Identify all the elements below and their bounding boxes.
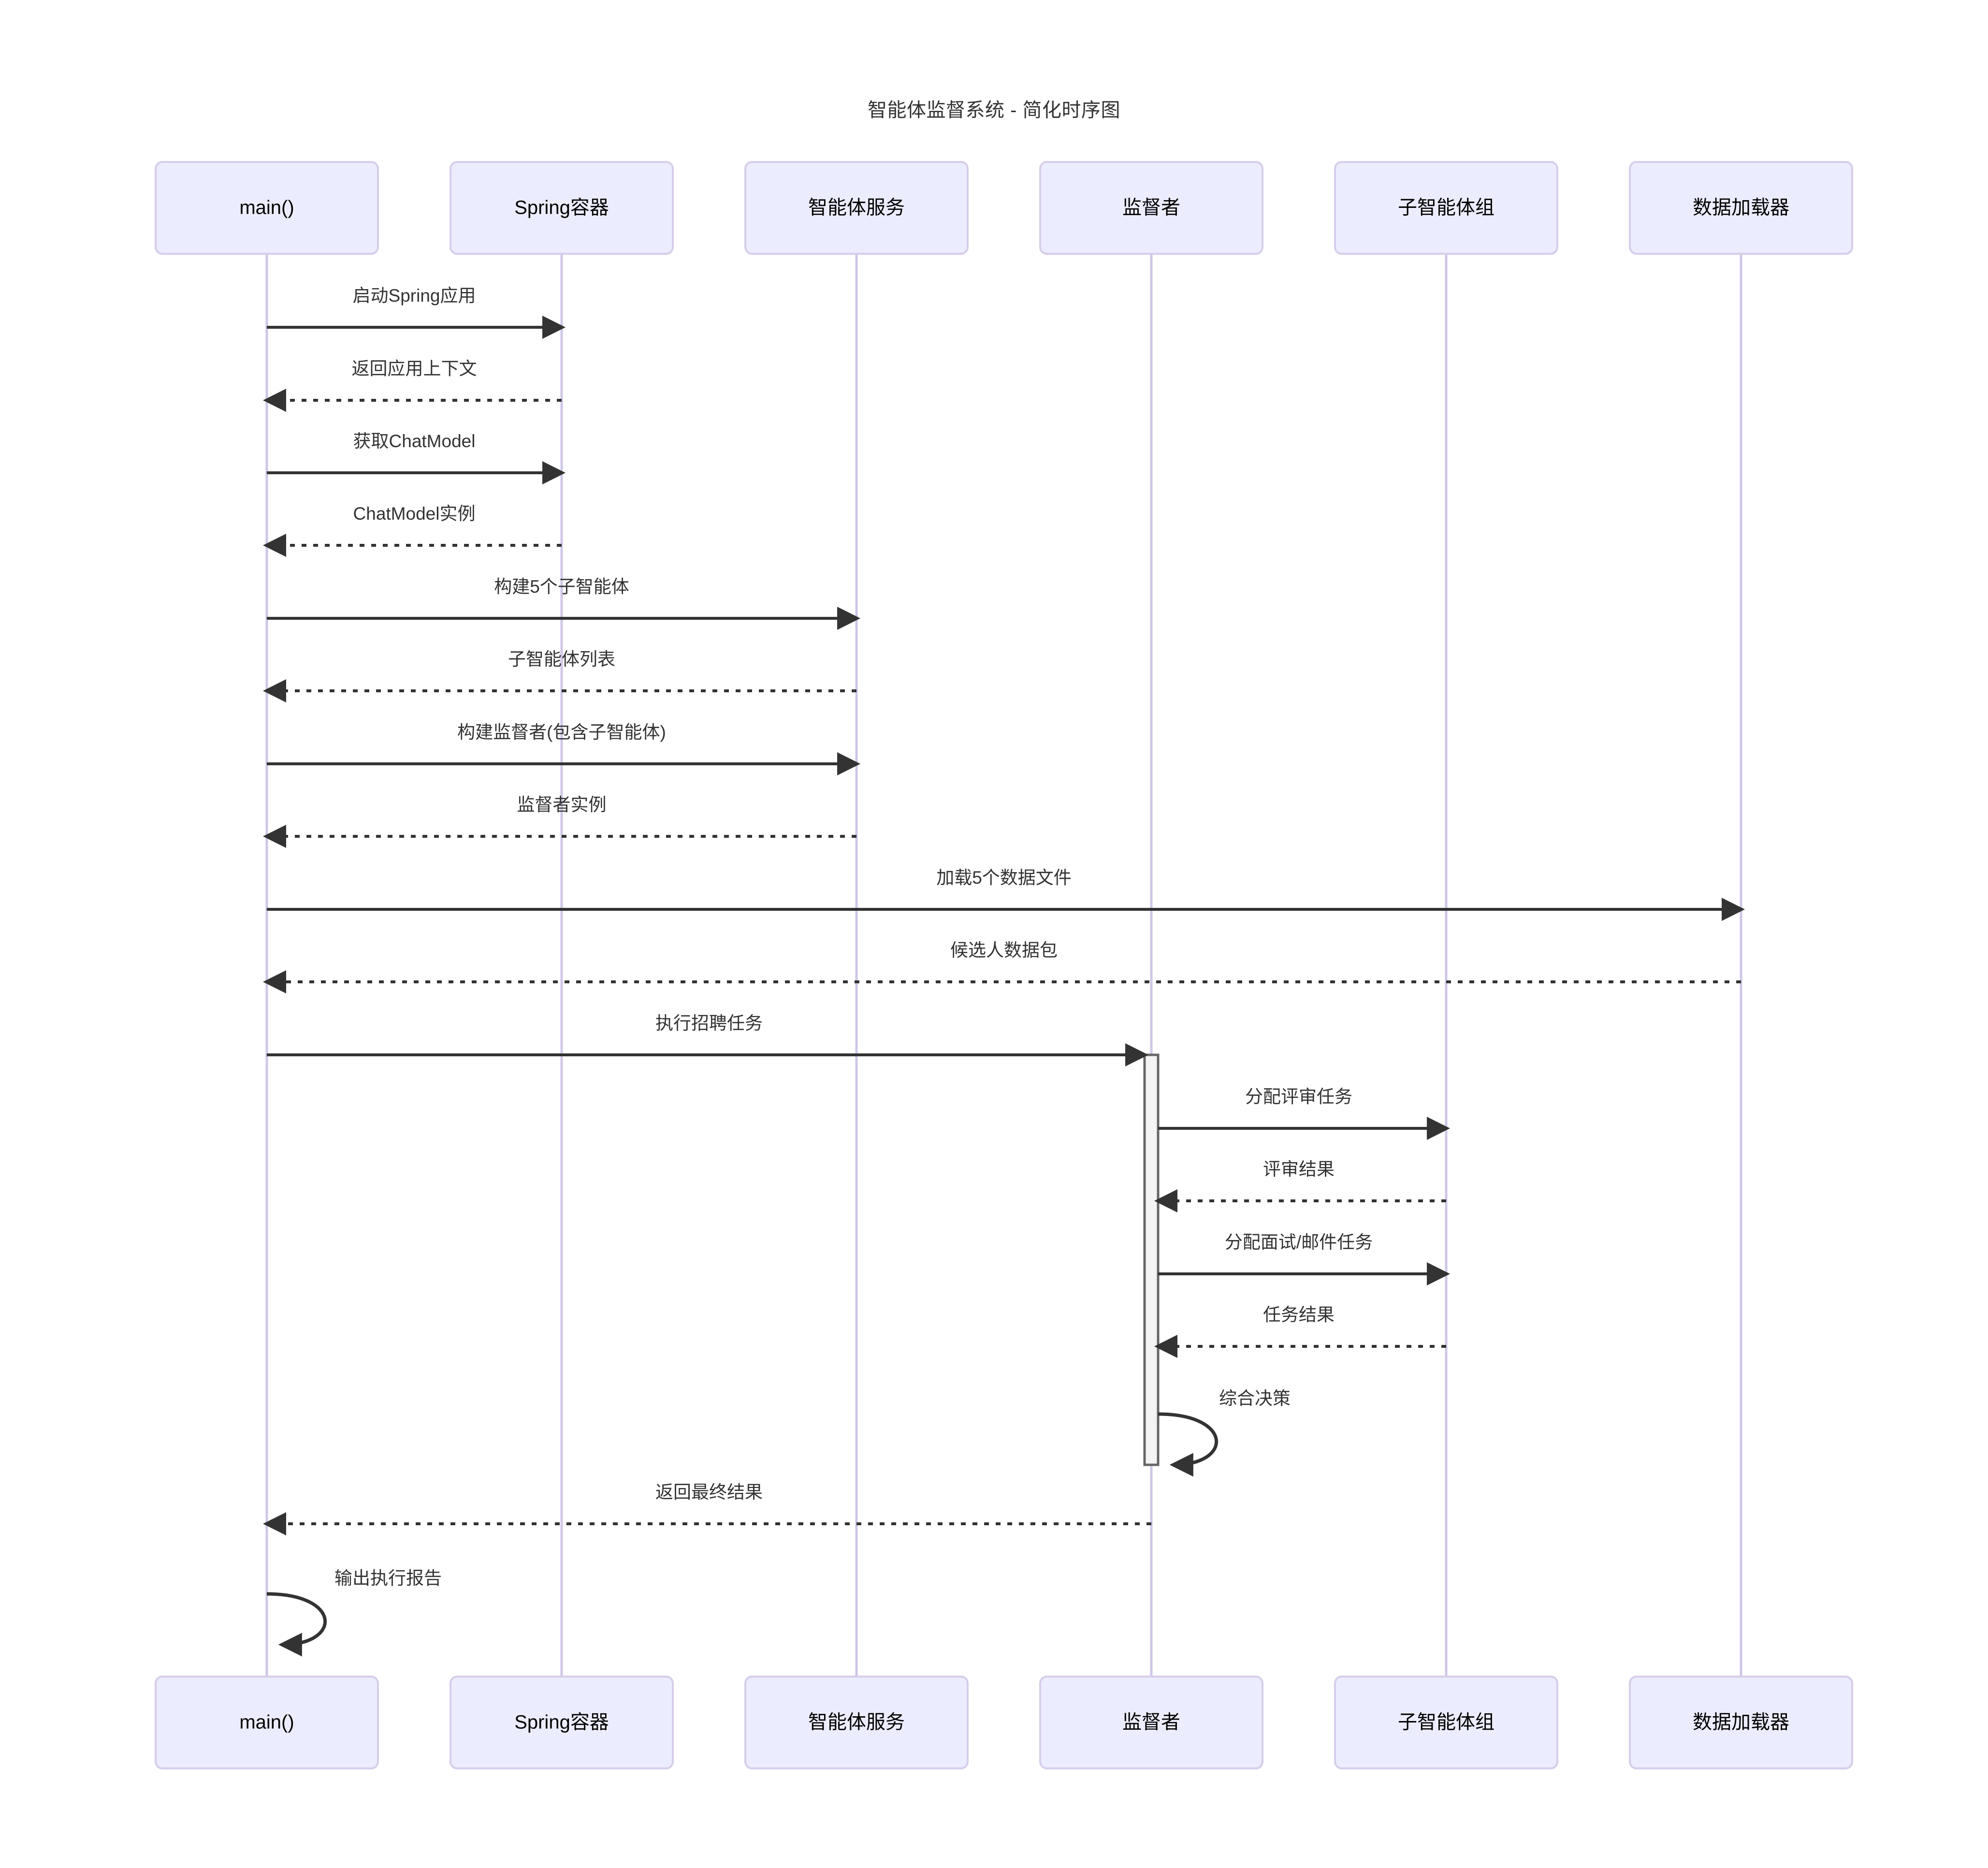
participant-box-main[interactable] — [155, 1676, 379, 1769]
message-label-4: ChatModel实例 — [353, 504, 476, 524]
message-10: 候选人数据包 — [263, 940, 1741, 993]
participant-subagents-bottom[interactable]: 子智能体组 — [1334, 1676, 1558, 1769]
activation-bar-supervisor — [1143, 1053, 1160, 1466]
message-8: 监督者实例 — [263, 795, 856, 848]
message-12: 分配评审任务 — [1158, 1087, 1450, 1140]
message-label-14: 分配面试/邮件任务 — [1225, 1232, 1373, 1252]
message-label-8: 监督者实例 — [517, 795, 607, 815]
participant-box-subagents[interactable] — [1334, 1676, 1558, 1769]
participant-box-spring[interactable] — [450, 161, 674, 255]
page-title: 智能体监督系统 - 简化时序图 — [867, 100, 1121, 121]
participant-box-supervisor[interactable] — [1039, 1676, 1263, 1769]
message-17: 返回最终结果 — [263, 1482, 1151, 1535]
message-label-10: 候选人数据包 — [950, 940, 1058, 960]
participant-box-spring[interactable] — [450, 1676, 674, 1769]
message-label-18: 输出执行报告 — [334, 1568, 442, 1588]
actor-boxes-bottom: main() Spring容器 智能体服务 监督者 子智能体组 数据加载器 — [155, 1676, 1853, 1769]
message-label-15: 任务结果 — [1263, 1305, 1335, 1325]
message-label-9: 加载5个数据文件 — [936, 868, 1072, 888]
self-loop-arrow-18 — [266, 1592, 327, 1657]
message-label-11: 执行招聘任务 — [655, 1013, 763, 1033]
activation-group — [1143, 1053, 1160, 1466]
participant-main-bottom[interactable]: main() — [155, 1676, 379, 1769]
participant-dataloader-top[interactable]: 数据加载器 — [1629, 161, 1853, 255]
message-label-1: 启动Spring应用 — [353, 286, 476, 306]
participant-supervisor-top[interactable]: 监督者 — [1039, 161, 1263, 255]
participant-label-spring: Spring容器 — [514, 197, 609, 219]
participant-spring-bottom[interactable]: Spring容器 — [450, 1676, 674, 1769]
participant-box-agentservice[interactable] — [744, 161, 969, 255]
participant-supervisor-bottom[interactable]: 监督者 — [1039, 1676, 1263, 1769]
message-5: 构建5个子智能体 — [267, 577, 860, 630]
participant-label-spring: Spring容器 — [514, 1712, 609, 1733]
participant-main-top[interactable]: main() — [155, 161, 379, 255]
lifeline-group — [265, 254, 1742, 1677]
actor-boxes-top: main() Spring容器 智能体服务 监督者 子智能体组 数据加载器 — [155, 161, 1853, 255]
participant-agentservice-bottom[interactable]: 智能体服务 — [744, 1676, 969, 1769]
participant-label-dataloader: 数据加载器 — [1693, 197, 1789, 219]
participant-box-dataloader[interactable] — [1629, 161, 1853, 255]
message-15: 任务结果 — [1154, 1305, 1446, 1358]
participant-agentservice-top[interactable]: 智能体服务 — [744, 161, 969, 255]
participant-label-subagents: 子智能体组 — [1398, 197, 1495, 219]
message-3: 获取ChatModel — [267, 431, 566, 484]
message-label-12: 分配评审任务 — [1245, 1087, 1352, 1107]
message-label-6: 子智能体列表 — [508, 649, 615, 669]
message-14: 分配面试/邮件任务 — [1158, 1232, 1450, 1285]
participant-label-supervisor: 监督者 — [1122, 197, 1180, 219]
message-11: 执行招聘任务 — [267, 1013, 1148, 1066]
message-18: 输出执行报告 — [266, 1568, 442, 1657]
participant-label-subagents: 子智能体组 — [1398, 1712, 1495, 1733]
participant-label-supervisor: 监督者 — [1122, 1712, 1180, 1733]
message-6: 子智能体列表 — [263, 649, 856, 702]
participant-box-dataloader[interactable] — [1629, 1676, 1853, 1769]
message-16: 综合决策 — [1158, 1388, 1291, 1477]
participant-subagents-top[interactable]: 子智能体组 — [1334, 161, 1558, 255]
participant-box-main[interactable] — [155, 161, 379, 255]
participant-label-agentservice: 智能体服务 — [808, 197, 905, 219]
participant-label-dataloader: 数据加载器 — [1693, 1712, 1789, 1733]
message-2: 返回应用上下文 — [263, 359, 562, 412]
message-label-13: 评审结果 — [1263, 1159, 1335, 1179]
message-group: 启动Spring应用返回应用上下文获取ChatModelChatModel实例构… — [263, 286, 1745, 1657]
participant-label-main: main() — [239, 197, 294, 219]
message-label-16: 综合决策 — [1219, 1388, 1291, 1408]
participant-dataloader-bottom[interactable]: 数据加载器 — [1629, 1676, 1853, 1769]
participant-label-agentservice: 智能体服务 — [808, 1712, 905, 1733]
message-13: 评审结果 — [1154, 1159, 1446, 1212]
participant-spring-top[interactable]: Spring容器 — [450, 161, 674, 255]
message-7: 构建监督者(包含子智能体) — [267, 722, 860, 775]
message-1: 启动Spring应用 — [267, 286, 566, 339]
message-9: 加载5个数据文件 — [267, 868, 1745, 921]
participant-box-supervisor[interactable] — [1039, 161, 1263, 255]
participant-box-agentservice[interactable] — [744, 1676, 969, 1769]
participant-box-subagents[interactable] — [1334, 161, 1558, 255]
self-loop-arrow-16 — [1158, 1412, 1218, 1477]
message-label-5: 构建5个子智能体 — [494, 577, 629, 597]
message-label-7: 构建监督者(包含子智能体) — [457, 722, 666, 742]
participant-label-main: main() — [239, 1712, 294, 1733]
message-4: ChatModel实例 — [263, 504, 562, 557]
message-label-3: 获取ChatModel — [353, 431, 476, 451]
message-label-2: 返回应用上下文 — [352, 359, 477, 379]
message-label-17: 返回最终结果 — [655, 1482, 763, 1502]
